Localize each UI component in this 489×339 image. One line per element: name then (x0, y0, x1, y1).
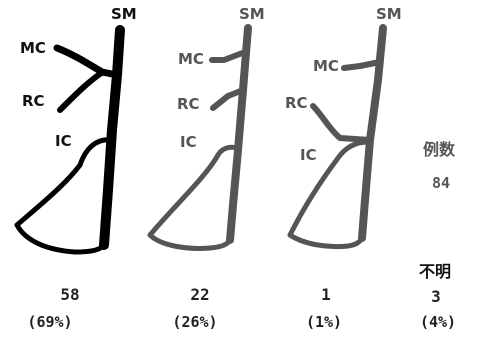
type2-mc-branch (212, 52, 245, 60)
type3-rc-branch (313, 106, 370, 140)
type1-count: 58 (25, 287, 115, 303)
type3-ic-label: IC (300, 148, 317, 163)
unknown-percent: (4%) (388, 315, 488, 330)
type1-percent: (69%) (0, 315, 100, 330)
type2-sm-label: SM (239, 7, 265, 22)
type3-percent: (1%) (274, 315, 374, 330)
type2-ic-label: IC (180, 135, 197, 150)
type3-rc-label: RC (285, 96, 308, 111)
type3-sm-label: SM (376, 7, 402, 22)
cases-label: 例数 (423, 142, 455, 158)
type2-count: 22 (155, 287, 245, 303)
type2-mc-label: MC (178, 52, 204, 67)
type3-mc-branch (344, 62, 380, 68)
type1-mc-label: MC (20, 41, 46, 56)
type2-rc-label: RC (177, 97, 200, 112)
type1-rc-branch (60, 72, 103, 110)
type2-percent: (26%) (145, 315, 245, 330)
type3-count: 1 (281, 287, 371, 303)
type3-mc-label: MC (313, 59, 339, 74)
type2-ic-loop (150, 147, 237, 248)
type1-mc-branch (57, 48, 117, 75)
type1-ic-loop (17, 140, 112, 252)
type1-ic-label: IC (55, 134, 72, 149)
unknown-label: 不明 (419, 264, 451, 280)
type1-sm-label: SM (111, 7, 137, 22)
cases-total: 84 (432, 176, 450, 191)
unknown-count: 3 (391, 289, 481, 305)
type1-rc-label: RC (22, 94, 45, 109)
